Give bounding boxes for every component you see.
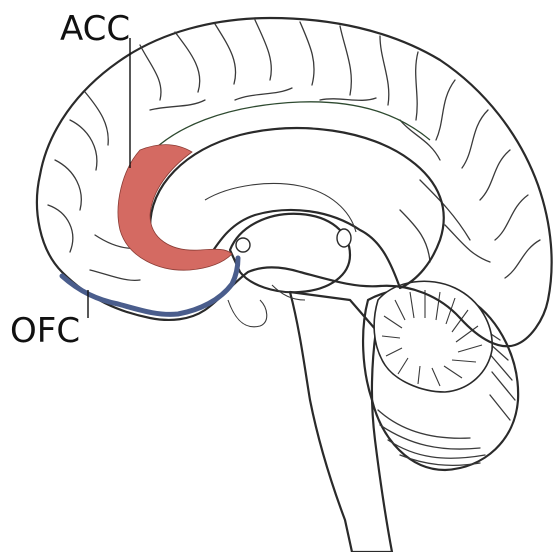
- cerebellum: [363, 281, 518, 470]
- ofc-label: OFC: [10, 311, 80, 351]
- fornix-circle: [236, 238, 250, 252]
- cerebral-cortex: [37, 18, 552, 346]
- acc-label: ACC: [60, 9, 130, 49]
- acc-region: [118, 145, 232, 271]
- mammillary-body: [337, 229, 351, 247]
